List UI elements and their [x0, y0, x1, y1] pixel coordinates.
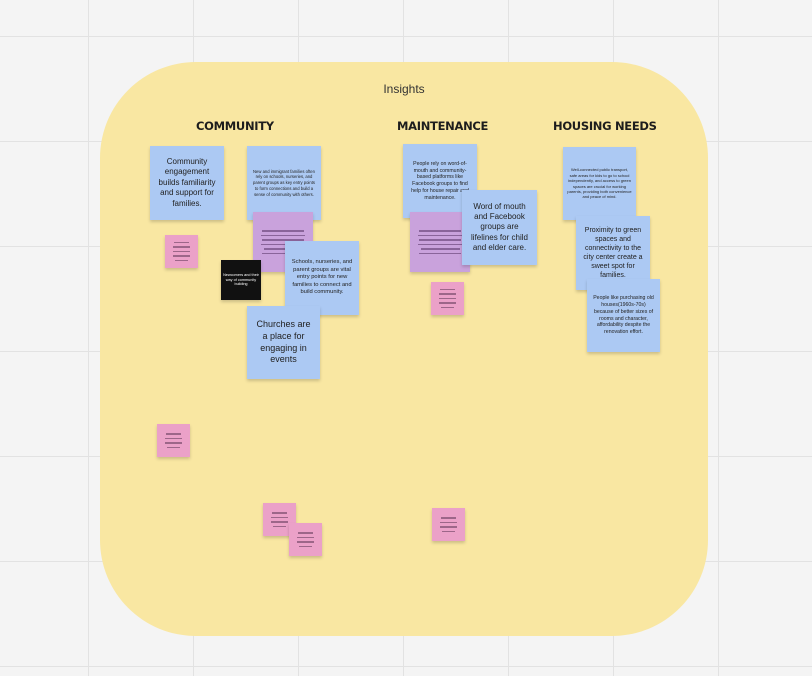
sticky-note-pink[interactable]: [432, 508, 465, 541]
sticky-note-text: Community engagement builds familiarity …: [158, 157, 216, 208]
sticky-note-pink[interactable]: [157, 424, 190, 457]
sticky-note-proximity[interactable]: Proximity to green spaces and connectivi…: [576, 216, 650, 290]
sticky-note-churches[interactable]: Churches are a place for engaging in eve…: [247, 306, 320, 379]
scribble-lines: [161, 433, 186, 448]
scribble-lines: [169, 241, 194, 262]
sticky-note-text: New and immigrant families often rely on…: [253, 168, 315, 197]
sticky-note-pink[interactable]: [431, 282, 464, 315]
sticky-note-text: Word of mouth and Facebook groups are li…: [471, 201, 528, 253]
sticky-note-text: Proximity to green spaces and connectivi…: [583, 226, 643, 280]
sticky-note-purple[interactable]: [410, 212, 470, 272]
sticky-note-old-houses[interactable]: People like purchasing old houses(1960s-…: [587, 279, 660, 352]
sticky-note-newcomers[interactable]: Newcomers and their way of community bui…: [221, 260, 261, 300]
sticky-note-text: Well-connected public transport, safe ar…: [567, 167, 632, 200]
sticky-note-pink[interactable]: [289, 523, 322, 556]
sticky-note-text: Schools, nurseries, and parent groups ar…: [291, 259, 353, 296]
scribble-lines: [293, 532, 318, 547]
heading-housing-needs: HOUSING NEEDS: [553, 119, 657, 133]
sticky-note-pink[interactable]: [165, 235, 198, 268]
heading-maintenance: MAINTENANCE: [397, 119, 489, 133]
sticky-note-text: People rely on word-of-mouth and communi…: [411, 160, 469, 201]
sticky-note-text: Churches are a place for engaging in eve…: [256, 319, 311, 365]
sticky-note-word-of-mouth-groups[interactable]: Word of mouth and Facebook groups are li…: [462, 190, 537, 265]
sticky-note-well-connected[interactable]: Well-connected public transport, safe ar…: [563, 147, 636, 220]
sticky-note-new-immigrant[interactable]: New and immigrant families often rely on…: [247, 146, 321, 220]
sticky-note-schools-nurseries[interactable]: Schools, nurseries, and parent groups ar…: [285, 241, 359, 315]
sticky-note-text: Newcomers and their way of community bui…: [223, 272, 259, 287]
sticky-note-text: People like purchasing old houses(1960s-…: [593, 295, 654, 335]
scribble-lines: [435, 288, 460, 309]
scribble-lines: [436, 517, 461, 532]
scribble-lines: [257, 230, 309, 254]
frame-title: Insights: [383, 82, 425, 96]
scribble-lines: [267, 512, 292, 527]
heading-community: COMMUNITY: [196, 119, 274, 133]
scribble-lines: [414, 230, 466, 254]
sticky-note-community-engagement[interactable]: Community engagement builds familiarity …: [150, 146, 224, 220]
